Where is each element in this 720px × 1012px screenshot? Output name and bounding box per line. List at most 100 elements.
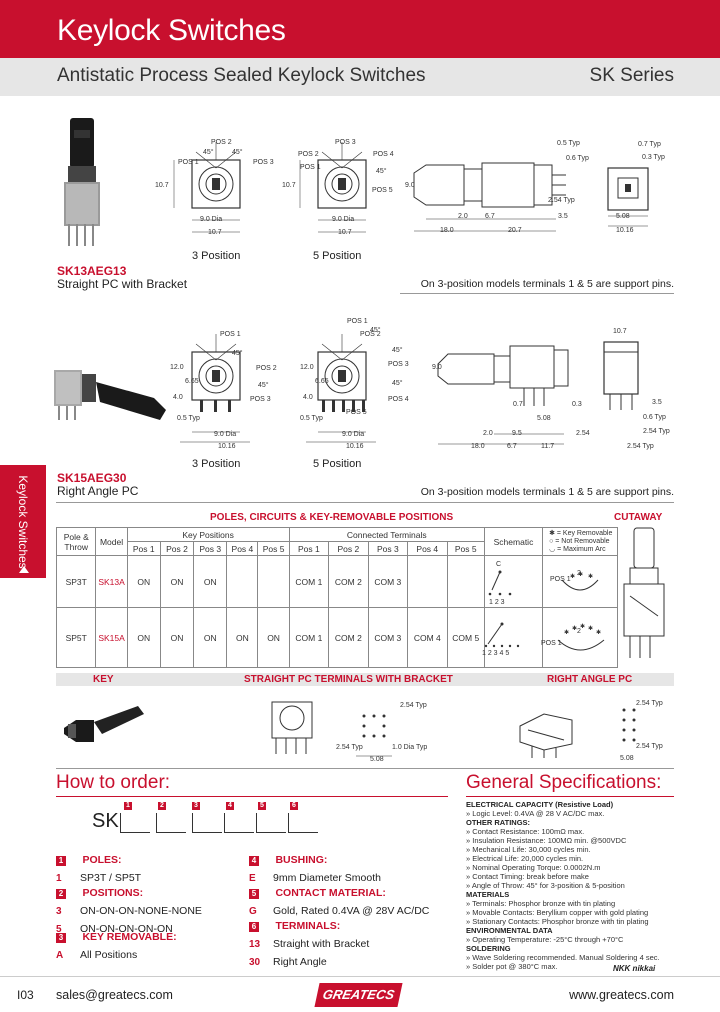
spec-heading: OTHER RATINGS: — [466, 818, 531, 827]
dim-label: POS 2 — [256, 365, 277, 372]
footer-website-link[interactable]: www.greatecs.com — [569, 988, 674, 1002]
dim-label: 5.08 — [370, 756, 384, 763]
straight-heading: STRAIGHT PC TERMINALS WITH BRACKET — [244, 674, 453, 685]
straight-pc-drawing — [271, 701, 313, 754]
option-text: Straight with Bracket — [273, 938, 370, 950]
how-to-order-title: How to order: — [56, 772, 171, 793]
side-tab[interactable] — [0, 465, 46, 578]
col-schematic: Schematic — [483, 527, 544, 556]
model-link[interactable]: SK15A — [95, 607, 128, 668]
sk13-bottom-view — [607, 167, 649, 227]
dim-label: 0.3 Typ — [642, 154, 665, 161]
cell: COM 2 — [328, 555, 369, 608]
spec-line: » Insulation Resistance: 100MΩ min. @500… — [466, 836, 627, 845]
dim-label: 9.0 — [432, 364, 442, 371]
schematic-sp3t-drawing — [488, 570, 512, 596]
schematic-label: 1 2 3 — [489, 599, 505, 606]
dim-label: POS 2 — [211, 139, 232, 146]
option-head: TERMINALS: — [275, 920, 341, 932]
pos-header: Pos 5 — [257, 541, 290, 556]
svg-text:✱: ✱ — [570, 573, 575, 580]
dim-label: 45° — [232, 350, 243, 357]
dim-label: 5.08 — [616, 213, 630, 220]
page-title: Keylock Switches — [57, 14, 286, 47]
option-code: E — [249, 873, 256, 884]
model-link[interactable]: SK13A — [95, 555, 128, 608]
dim-label: 1.0 Dia Typ — [392, 744, 428, 751]
subtitle-bar — [0, 58, 720, 96]
page-number: I03 — [17, 988, 34, 1002]
cell: ON — [159, 555, 195, 608]
pos-label: 2 — [577, 570, 581, 577]
dim-label: POS 1 — [178, 159, 199, 166]
order-box-6[interactable] — [288, 813, 318, 833]
option-number: 4 — [249, 856, 259, 866]
dim-label: POS 2 — [360, 331, 381, 338]
dim-label: 0.7 — [513, 401, 523, 408]
dim-label: 2.0 — [458, 213, 468, 220]
spec-line: » Operating Temperature: -25°C through +… — [466, 935, 624, 944]
straight-pc-footprint — [356, 714, 392, 757]
option-text: Gold, Rated 0.4VA @ 28V AC/DC — [273, 905, 430, 917]
option-code: G — [249, 906, 257, 917]
order-box-2[interactable] — [156, 813, 186, 833]
caption-3-position: 3 Position — [192, 250, 241, 262]
divider — [400, 293, 674, 294]
support-pin-note: On 3-position models terminals 1 & 5 are… — [420, 278, 674, 290]
cell: COM 4 — [407, 607, 448, 668]
option-number: 3 — [56, 933, 66, 943]
pos-diagram-sp3t — [542, 555, 618, 608]
order-box-number: 1 — [124, 802, 132, 810]
cell: ON — [126, 555, 161, 608]
footer-email-link[interactable]: sales@greatecs.com — [56, 988, 173, 1002]
cell — [407, 555, 448, 608]
series-label: SK Series — [589, 65, 674, 86]
dim-label: 10.16 — [346, 443, 364, 450]
svg-text:✱: ✱ — [588, 573, 593, 580]
dim-label: 9.0 Dia — [214, 431, 237, 438]
order-box-3[interactable] — [192, 813, 222, 833]
pos-header: Pos 2 — [328, 541, 369, 556]
col-pole-throw: Pole & Throw — [55, 527, 97, 556]
legend-key-removable: ✱ = Key Removable — [549, 529, 613, 537]
dim-label: 10.16 — [616, 227, 634, 234]
dim-label: 10.7 — [155, 182, 169, 189]
order-box-number: 6 — [290, 802, 298, 810]
sk15-side-view — [437, 345, 569, 445]
dim-label: POS 3 — [388, 361, 409, 368]
cell: COM 1 — [288, 607, 330, 668]
sk15-5pos-diagram — [306, 334, 376, 443]
schematic-sp3t — [483, 555, 544, 608]
spec-heading: SOLDERING — [466, 944, 511, 953]
order-box-1[interactable] — [120, 813, 150, 833]
dim-label: 2.54 Typ — [636, 743, 663, 750]
table-row: SP3T SK13A ON ON ON COM 1 COM 2 COM 3 — [55, 555, 618, 608]
support-pin-note: On 3-position models terminals 1 & 5 are… — [420, 486, 674, 498]
option-code: 1 — [56, 873, 62, 884]
cell: COM 1 — [288, 555, 330, 608]
schematic-label: 1 2 3 4 5 — [482, 650, 510, 657]
dim-label: POS 1 — [300, 164, 321, 171]
circle-icon: ○ — [549, 537, 556, 545]
svg-text:✱: ✱ — [564, 629, 569, 636]
cell: ON — [226, 607, 259, 668]
dim-label: 9.0 Dia — [200, 216, 223, 223]
option-text: 9mm Diameter Smooth — [273, 872, 381, 884]
nkk-logo: NKK nikkai — [613, 964, 656, 973]
spec-line: » Wave Soldering recommended. Manual Sol… — [466, 953, 660, 962]
dim-label: POS 3 — [335, 139, 356, 146]
spec-heading: ELECTRICAL CAPACITY (Resistive Load) — [466, 800, 614, 809]
cell: ON — [257, 607, 290, 668]
order-box-4[interactable] — [224, 813, 254, 833]
dim-label: 2.54 Typ — [548, 197, 575, 204]
dim-label: 6.65 — [315, 378, 329, 385]
cell: SP3T — [55, 555, 97, 608]
cell: ON — [193, 555, 228, 608]
dim-label: 2.54 Typ — [336, 744, 363, 751]
order-box-5[interactable] — [256, 813, 286, 833]
cell: COM 5 — [446, 607, 485, 668]
cutaway-drawing — [623, 527, 665, 658]
option-code: 13 — [249, 939, 261, 950]
